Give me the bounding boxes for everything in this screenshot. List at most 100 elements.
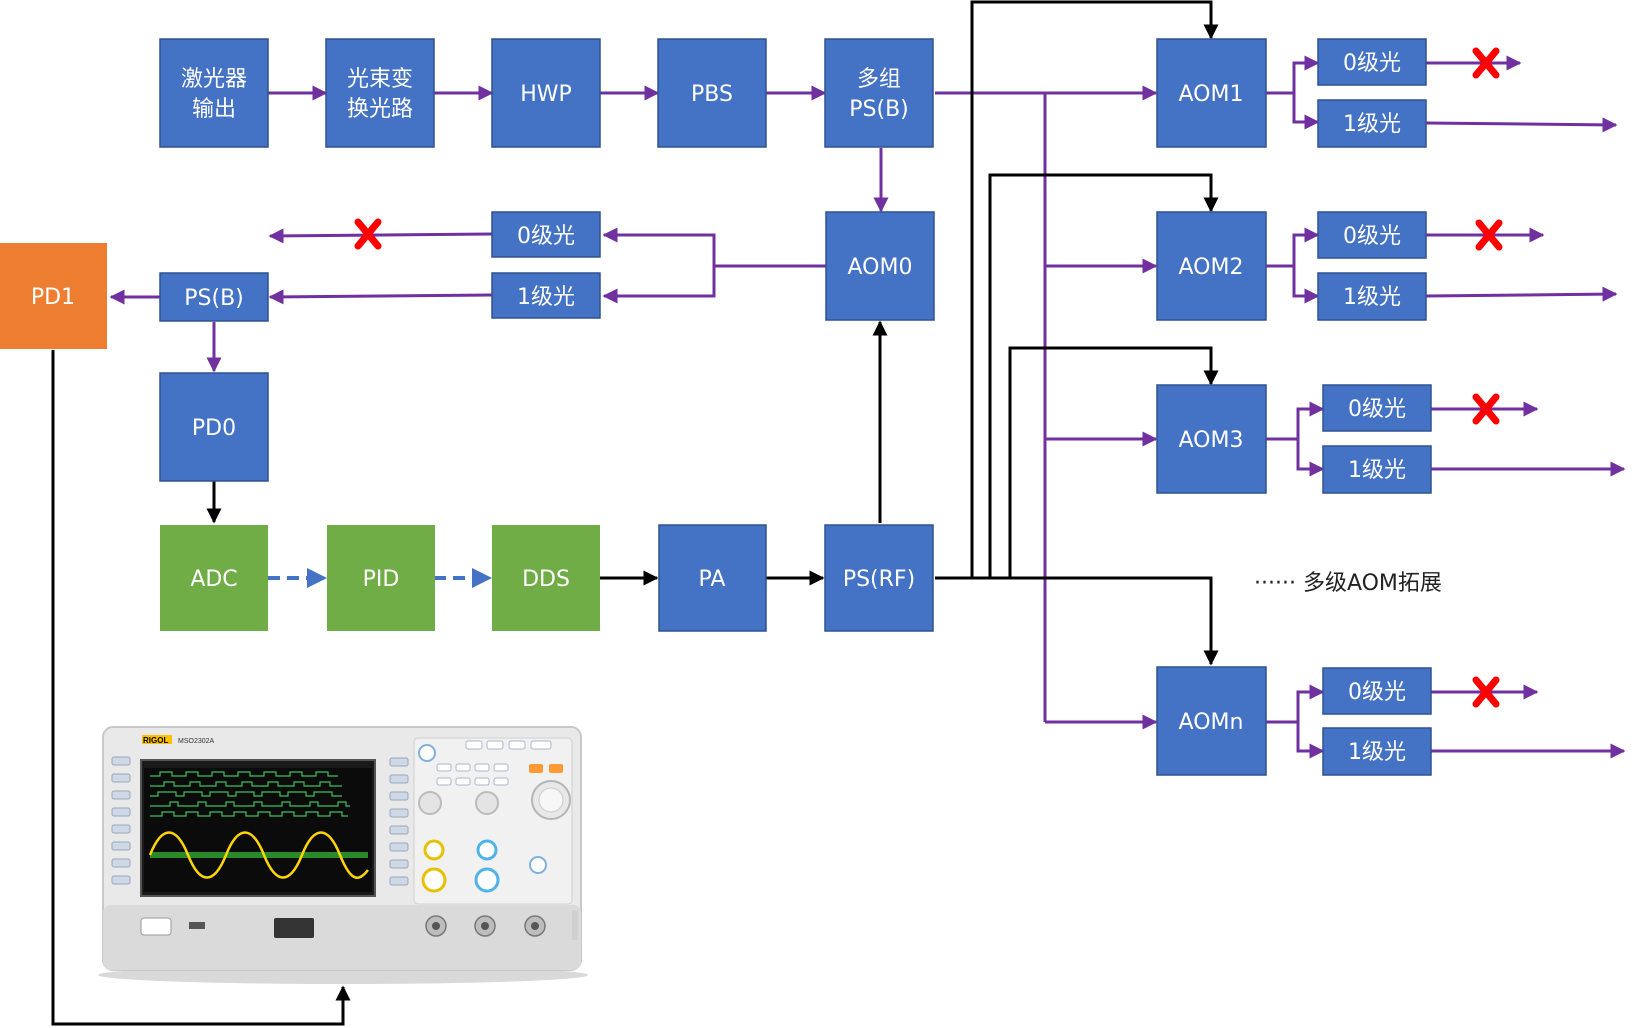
label-line: 光束变 — [347, 67, 413, 92]
label-aom1-order1: 1级光 — [1343, 112, 1401, 137]
box-aom1-order0: 0级光 — [1317, 38, 1427, 86]
box-aom0-order1: 1级光 — [491, 272, 601, 319]
label-line: HWP — [520, 82, 572, 107]
label-line: PD0 — [192, 416, 236, 441]
box-ps-b: PS(B) — [159, 272, 269, 322]
box-beam-shaping: 光束变换光路 — [325, 38, 435, 148]
scope-brand: RIGOL — [143, 736, 168, 745]
box-aom3-order0: 0级光 — [1322, 384, 1432, 432]
box-aomn-order1: 1级光 — [1322, 727, 1432, 776]
box-pd1: PD1 — [0, 243, 107, 349]
box-aom0: AOM0 — [825, 211, 935, 321]
label-line: ADC — [190, 567, 237, 592]
label-pid: PID — [363, 567, 400, 592]
path-aom2-order1-out — [1425, 286, 1618, 302]
blocked-aom0-order0-icon — [354, 218, 382, 250]
label-line: 0级光 — [1348, 397, 1406, 422]
label-aomn: AOMn — [1179, 710, 1244, 735]
path-pd1-to-scope — [51, 350, 351, 1026]
blocked-marks — [354, 47, 1503, 708]
label-line: 0级光 — [1343, 224, 1401, 249]
label-aom1: AOM1 — [1179, 82, 1244, 107]
box-ps-rf: PS(RF) — [824, 524, 934, 632]
label-aom0-order0: 0级光 — [517, 224, 575, 249]
box-aom3-order1: 1级光 — [1322, 445, 1432, 494]
label-aom3: AOM3 — [1179, 428, 1244, 453]
label-aom0: AOM0 — [848, 255, 913, 280]
path-aom1-order1-out — [1425, 117, 1618, 133]
box-dds: DDS — [492, 525, 600, 631]
blocked-aom2-order0-icon — [1475, 219, 1503, 251]
label-line: 1级光 — [1343, 112, 1401, 137]
label-aom3-order0: 0级光 — [1348, 397, 1406, 422]
rf-paths — [51, 0, 1219, 1026]
label-hwp: HWP — [520, 82, 572, 107]
blocked-aomn-order0-icon — [1472, 676, 1500, 708]
box-aom2-order1: 1级光 — [1317, 272, 1427, 321]
label-aom0-order1: 1级光 — [517, 285, 575, 310]
box-pbs: PBS — [657, 38, 767, 148]
box-aomn-order0: 0级光 — [1322, 667, 1432, 715]
box-pa: PA — [658, 524, 767, 632]
label-aom3-order1: 1级光 — [1348, 458, 1406, 483]
box-aom1-order1: 1级光 — [1317, 99, 1427, 148]
path-aom0-split — [602, 227, 826, 268]
box-hwp: HWP — [491, 38, 601, 148]
blocked-aom1-order0-icon — [1472, 47, 1500, 79]
label-aom2-order0: 0级光 — [1343, 224, 1401, 249]
path-rf-to-aom1 — [970, 0, 1219, 578]
path-aomn-split-b — [1296, 722, 1325, 759]
expansion-note: ······ 多级AOM拓展 — [1254, 571, 1442, 596]
box-pid: PID — [327, 525, 435, 631]
path-aom3-split-b — [1296, 439, 1325, 477]
label-line: PBS — [691, 82, 733, 107]
path-aom1-split — [1266, 55, 1320, 95]
label-pd0: PD0 — [192, 416, 236, 441]
label-line: PS(B) — [184, 286, 244, 311]
label-line: DDS — [522, 567, 570, 592]
box-aomn: AOMn — [1156, 666, 1267, 776]
label-line: AOM1 — [1179, 82, 1244, 107]
label-dds: DDS — [522, 567, 570, 592]
path-aom0-split-1 — [602, 266, 716, 304]
box-aom0-order0: 0级光 — [491, 211, 601, 258]
path-rf-to-aom3 — [1008, 346, 1219, 578]
label-aomn-order1: 1级光 — [1348, 740, 1406, 765]
path-aom2-split — [1266, 227, 1320, 268]
label-line: 1级光 — [517, 285, 575, 310]
label-pa: PA — [699, 567, 726, 592]
label-line: PID — [363, 567, 400, 592]
label-line: AOMn — [1179, 710, 1244, 735]
label-aomn-order0: 0级光 — [1348, 680, 1406, 705]
label-aom2-order1: 1级光 — [1343, 285, 1401, 310]
label-line: 0级光 — [1343, 51, 1401, 76]
path-aom0-order0-out — [268, 228, 493, 244]
label-line: AOM3 — [1179, 428, 1244, 453]
label-pd1: PD1 — [31, 285, 75, 310]
oscilloscope-icon: RIGOL MSO2302A — [98, 726, 588, 984]
label-line: 1级光 — [1348, 458, 1406, 483]
box-aom2-order0: 0级光 — [1317, 211, 1427, 259]
path-psrf-trunk — [935, 576, 1219, 666]
label-beam-shaping: 光束变换光路 — [347, 67, 413, 122]
blocked-aom3-order0-icon — [1472, 393, 1500, 425]
label-line: AOM2 — [1179, 255, 1244, 280]
label-line: 0级光 — [1348, 680, 1406, 705]
path-aom0-order1-to-psb — [268, 289, 493, 305]
label-laser-output: 激光器输出 — [181, 67, 247, 122]
label-ps-rf: PS(RF) — [843, 567, 915, 592]
scope-model: MSO2302A — [178, 738, 215, 745]
label-line: AOM0 — [848, 255, 913, 280]
path-aom3-split — [1266, 401, 1325, 441]
box-laser-output: 激光器输出 — [159, 38, 269, 148]
label-pbs: PBS — [691, 82, 733, 107]
label-line: 换光路 — [347, 97, 413, 122]
label-line: PS(B) — [849, 97, 909, 122]
box-aom1: AOM1 — [1156, 38, 1267, 148]
label-aom1-order0: 0级光 — [1343, 51, 1401, 76]
path-rf-to-aom2 — [988, 173, 1219, 578]
